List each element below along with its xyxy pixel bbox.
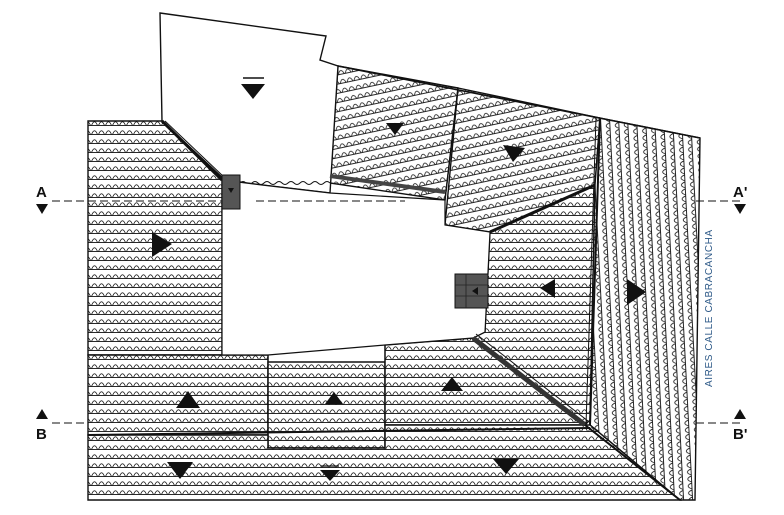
section-arrow-icon — [734, 409, 746, 419]
slope-arrow-top-right — [503, 145, 525, 162]
section-marker-b-right: B' — [733, 409, 747, 443]
slope-arrow-strip-left — [167, 462, 193, 479]
slope-arrow-bottom-center — [325, 392, 343, 404]
slope-arrow-street — [627, 279, 646, 305]
slope-arrows — [152, 77, 646, 481]
ridge-lines — [87, 65, 701, 501]
slope-arrow-flat-roof — [241, 84, 265, 99]
slope-arrow-bottom-left — [176, 391, 200, 408]
slope-arrow-top-middle — [386, 123, 404, 135]
section-label-b-prime: B' — [733, 426, 747, 443]
chimneys — [221, 174, 489, 309]
street-label: AIRES CALLE CABRACANCHA — [704, 229, 715, 387]
chimney-right-mark — [472, 287, 478, 295]
slope-arrow-left — [152, 232, 172, 257]
roof-plane-bottom-left — [87, 354, 269, 436]
section-lines — [52, 200, 740, 424]
section-arrow-icon — [36, 204, 48, 214]
slope-arrow-strip-center — [320, 470, 340, 481]
slope-arrow-strip-right — [493, 459, 519, 474]
section-arrow-icon — [36, 409, 48, 419]
section-label-a: A — [36, 184, 47, 201]
flat-roof-edge-wave — [239, 181, 331, 185]
chimney-left-mark — [228, 188, 234, 193]
section-marker-b-left: B — [36, 409, 48, 443]
section-marker-a-left: A — [36, 184, 48, 214]
section-marker-a-right: A' — [733, 184, 747, 214]
chimney-right — [454, 273, 489, 309]
section-label-b: B — [36, 426, 47, 443]
section-arrow-icon — [734, 204, 746, 214]
slope-arrow-bottom-right — [441, 377, 463, 391]
section-label-a-prime: A' — [733, 184, 747, 201]
roof-plane-bottom-center — [267, 361, 386, 449]
slope-arrow-right-inner — [540, 279, 555, 298]
